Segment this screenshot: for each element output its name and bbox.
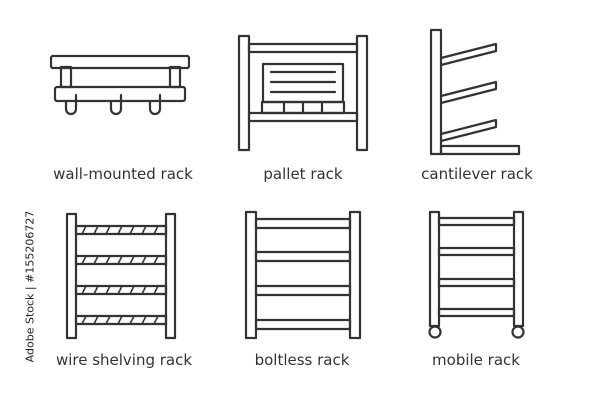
wall-mounted-rack-icon [49, 54, 191, 116]
pallet-rack-label: pallet rack [263, 165, 343, 183]
wall-mounted-rack-label: wall-mounted rack [53, 165, 193, 183]
wire-shelving-rack-icon [65, 212, 177, 340]
cantilever-rack-icon [429, 28, 521, 156]
stock-id-label: Adobe Stock | #155206727 [23, 210, 37, 363]
cantilever-rack-label: cantilever rack [421, 165, 533, 183]
boltless-rack-icon [244, 210, 362, 340]
boltless-rack-label: boltless rack [254, 351, 350, 369]
mobile-rack-icon [428, 210, 525, 339]
pallet-rack-icon [237, 34, 369, 152]
mobile-rack-label: mobile rack [432, 351, 520, 369]
wire-shelving-rack-label: wire shelving rack [55, 351, 193, 369]
